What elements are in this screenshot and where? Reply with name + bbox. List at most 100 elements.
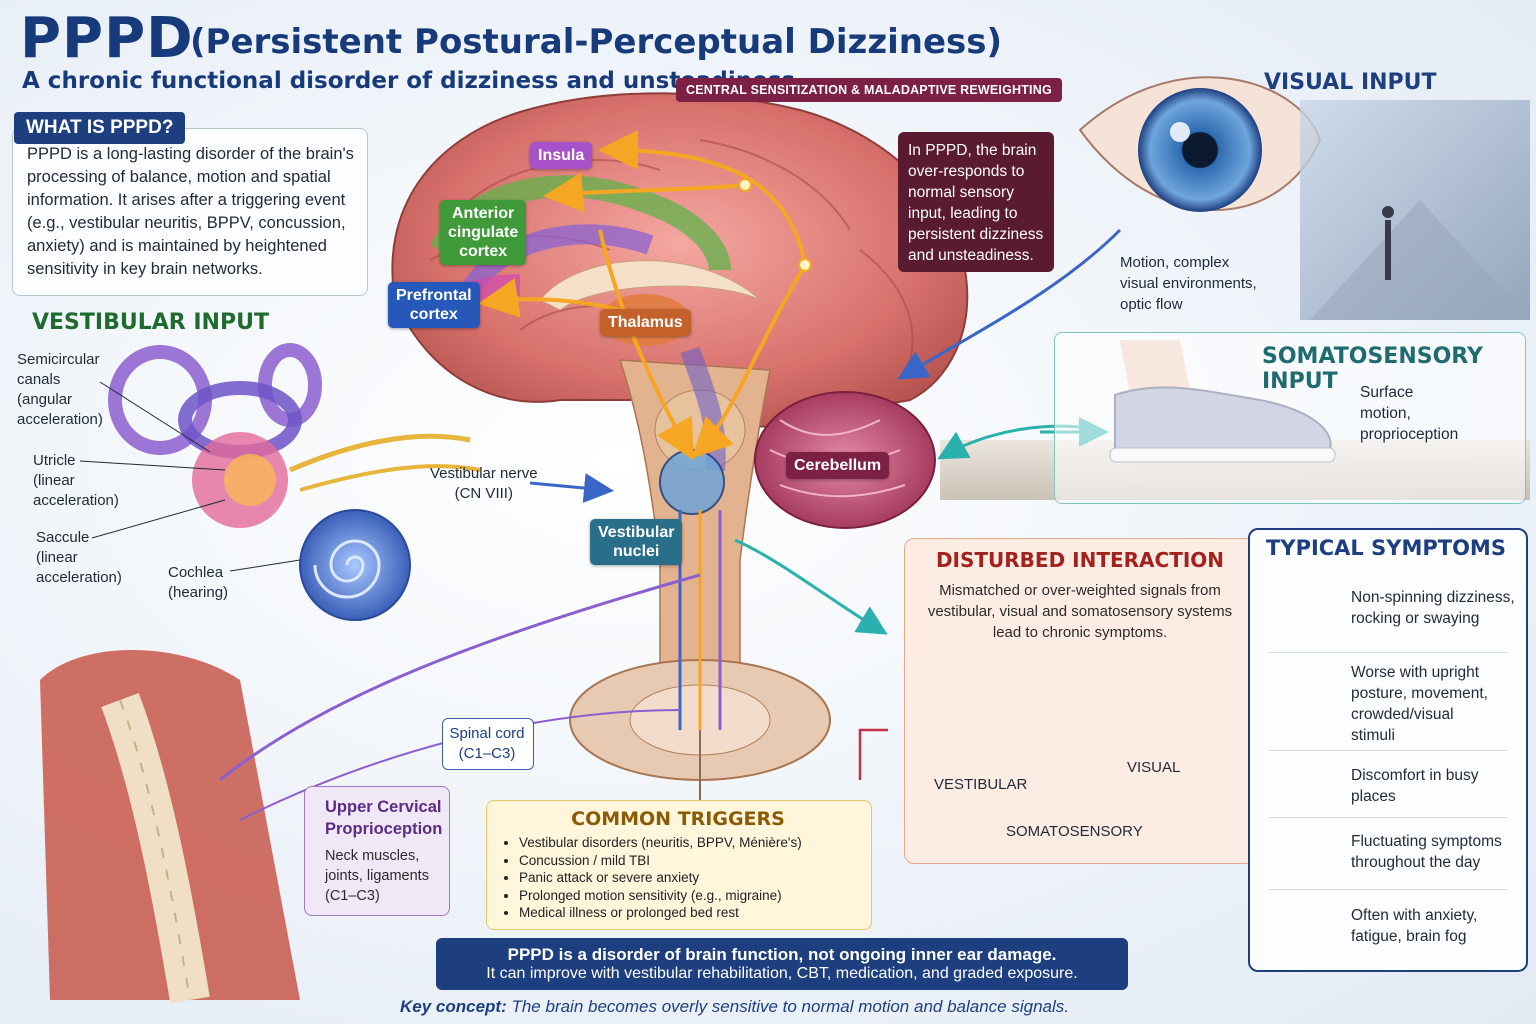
symptom-divider (1268, 817, 1508, 818)
what-is-line: (e.g., vestibular neuritis, BPPV, concus… (27, 214, 346, 232)
trigger-item: Panic attack or severe anxiety (519, 869, 802, 887)
disturbed-interaction-heading: DISTURBED INTERACTION (935, 548, 1225, 572)
label-line: Vestibular (598, 524, 675, 541)
cochlea-label: Cochlea (hearing) (168, 563, 228, 603)
insula-label: Insula (530, 142, 593, 169)
symptom-line: places (1351, 788, 1396, 805)
symptom-line: stimuli (1351, 727, 1395, 744)
label-line: Saccule (36, 529, 90, 546)
symptom-divider (1268, 889, 1508, 890)
triggers-list: Vestibular disorders (neuritis, BPPV, Mé… (505, 834, 802, 922)
trigger-item: Medical illness or prolonged bed rest (519, 904, 802, 922)
desc-line: Surface (1360, 384, 1414, 401)
thalamus-label: Thalamus (600, 309, 691, 336)
label-line: Vestibular nerve (430, 465, 538, 482)
desc-line: vestibular, visual and somatosensory sys… (927, 603, 1233, 620)
key-message-line2: It can improve with vestibular rehabilit… (486, 965, 1078, 982)
desc-line: Neck muscles, (325, 848, 420, 864)
key-concept-label: Key concept: (400, 997, 507, 1016)
label-line: Spinal cord (449, 725, 525, 742)
somatosensory-description: Surface motion, proprioception (1360, 382, 1458, 445)
symptom-item: Non-spinning dizziness, rocking or swayi… (1351, 587, 1515, 629)
prefrontal-cortex-label: Prefrontal cortex (388, 282, 480, 328)
label-line: (hearing) (168, 584, 229, 601)
symptom-item: Discomfort in busy places (1351, 765, 1478, 807)
eye-illustration (1078, 76, 1322, 212)
label-line: (CN VIII) (454, 485, 513, 502)
label-line: cortex (409, 306, 458, 323)
common-triggers-heading: COMMON TRIGGERS (571, 808, 785, 830)
label-line: Cochlea (168, 564, 224, 581)
vestibular-input-heading: VESTIBULAR INPUT (32, 310, 269, 335)
symptom-line: Non-spinning dizziness, (1351, 589, 1515, 606)
note-line: over-responds to (908, 163, 1025, 180)
key-concept: Key concept: The brain becomes overly se… (400, 997, 1069, 1017)
label-line: Anterior (452, 205, 515, 222)
symptom-line: crowded/visual (1351, 706, 1454, 723)
desc-line: proprioception (1360, 426, 1459, 443)
symptom-line: Discomfort in busy (1351, 767, 1479, 784)
trigger-item: Prolonged motion sensitivity (e.g., migr… (519, 887, 802, 905)
symptom-line: rocking or swaying (1351, 610, 1480, 627)
utricle-label: Utricle (linear acceleration) (33, 451, 119, 511)
label-line: nuclei (613, 543, 660, 560)
semicircular-canals-label: Semicircular canals (angular acceleratio… (17, 350, 103, 430)
key-concept-text: The brain becomes overly sensitive to no… (506, 997, 1069, 1016)
label-line: acceleration) (36, 569, 122, 586)
brain-overresponse-note: In PPPD, the brain over-responds to norm… (898, 132, 1054, 272)
saccule-label: Saccule (linear acceleration) (36, 528, 122, 588)
ear-leader-lines (79, 381, 301, 572)
note-line: input, leading to (908, 205, 1018, 222)
cerebellum-label: Cerebellum (786, 452, 890, 479)
sensitization-pathways (478, 130, 807, 461)
page-title: PPPD (20, 6, 194, 71)
symptom-line: Worse with upright (1351, 664, 1480, 681)
symptom-line: Often with anxiety, (1351, 907, 1478, 924)
trigger-item: Concussion / mild TBI (519, 852, 802, 870)
label-line: Prefrontal (396, 287, 472, 304)
desc-line: Motion, complex (1120, 254, 1230, 271)
somatosensory-panel (1054, 332, 1526, 504)
key-message-banner: PPPD is a disorder of brain function, no… (436, 938, 1128, 990)
page-subtitle: A chronic functional disorder of dizzine… (22, 68, 796, 94)
visual-input-description: Motion, complex visual environments, opt… (1120, 252, 1257, 315)
note-line: normal sensory (908, 184, 1014, 201)
desc-line: optic flow (1120, 296, 1183, 313)
label-line: (linear (33, 472, 75, 489)
what-is-line: processing of balance, motion and spatia… (27, 168, 331, 186)
heading-line: Upper Cervical (325, 798, 442, 816)
typical-symptoms-heading: TYPICAL SYMPTOMS (1266, 536, 1506, 560)
desc-line: visual environments, (1120, 275, 1257, 292)
vestibular-nuclei-label: Vestibular nuclei (590, 519, 683, 565)
disturbed-interaction-description: Mismatched or over-weighted signals from… (918, 580, 1242, 643)
title-expansion: (Persistent Postural-Perceptual Dizzines… (190, 22, 1003, 62)
desc-line: Mismatched or over-weighted signals from (939, 582, 1221, 599)
scale-vestibular-label: VESTIBULAR (934, 776, 1028, 793)
note-line: persistent dizziness (908, 226, 1044, 243)
inner-ear-illustration (108, 343, 481, 621)
symptom-divider (1268, 750, 1508, 751)
label-line: acceleration) (33, 492, 119, 509)
spinal-cord-label-box (442, 718, 534, 770)
desc-line: joints, ligaments (325, 868, 429, 884)
label-line: acceleration) (17, 411, 103, 428)
label-line: Utricle (33, 452, 76, 469)
upper-cervical-heading: Upper Cervical Proprioception (325, 796, 442, 840)
what-is-line: information. It arises after a triggerin… (27, 191, 346, 209)
note-line: and unsteadiness. (908, 247, 1034, 264)
label-line: cingulate (448, 224, 519, 241)
upper-cervical-description: Neck muscles, joints, ligaments (C1–C3) (325, 846, 429, 906)
desc-line: lead to chronic symptoms. (992, 624, 1168, 641)
symptom-line: Fluctuating symptoms (1351, 833, 1502, 850)
somatosensory-input-heading: SOMATOSENSORY INPUT (1262, 344, 1483, 394)
common-triggers-panel (486, 800, 872, 930)
heading-line: Proprioception (325, 820, 443, 838)
anterior-cingulate-label: Anterior cingulate cortex (440, 200, 527, 265)
note-line: In PPPD, the brain (908, 142, 1037, 159)
what-is-line: PPPD is a long-lasting disorder of the b… (27, 145, 354, 163)
symptom-item: Often with anxiety, fatigue, brain fog (1351, 905, 1477, 947)
what-is-line: anxiety) and is maintained by heightened (27, 237, 327, 255)
label-line: canals (17, 371, 61, 388)
symptom-line: posture, movement, (1351, 685, 1488, 702)
key-message-line1: PPPD is a disorder of brain function, no… (507, 945, 1057, 964)
